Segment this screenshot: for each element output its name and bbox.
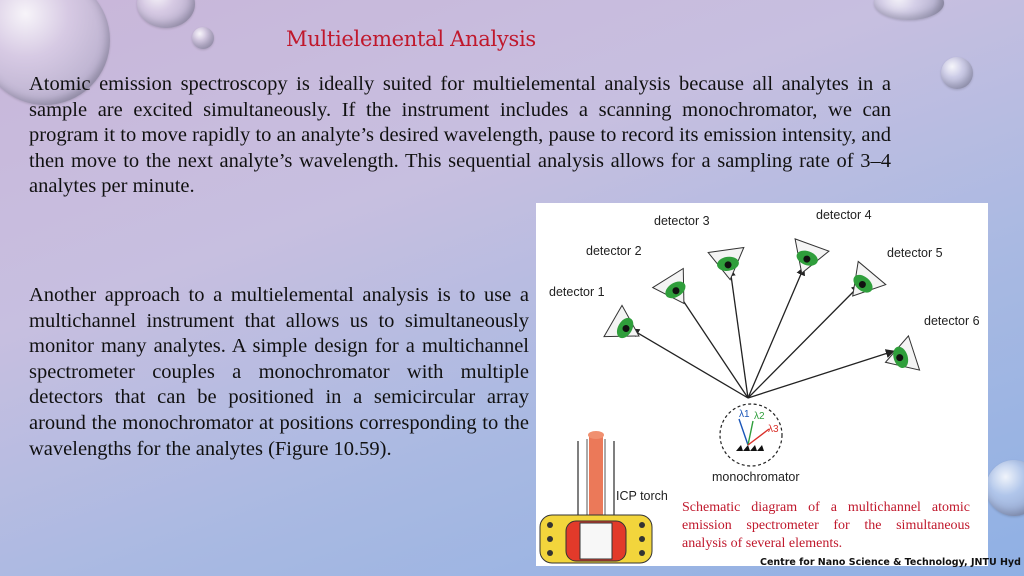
- decor-bubble: [874, 0, 944, 20]
- paragraph-multichannel-instrument: Another approach to a multielemental ana…: [29, 284, 529, 460]
- decor-bubble: [941, 57, 973, 89]
- lambda3-label: λ3: [768, 424, 779, 435]
- footer-credit: Centre for Nano Science & Technology, JN…: [760, 557, 1021, 568]
- detector-label-5: detector 5: [887, 246, 943, 260]
- icp-torch: [539, 431, 653, 564]
- detector-label-6: detector 6: [924, 314, 980, 328]
- monochromator-label: monochromator: [712, 470, 800, 484]
- lambda2-label: λ2: [754, 411, 765, 422]
- beam-arrow-4: [747, 266, 805, 399]
- beam-arrow-1: [630, 328, 749, 399]
- detector-label-3: detector 3: [654, 214, 710, 228]
- decor-bubble: [192, 27, 214, 49]
- diffraction-grating: [736, 445, 764, 451]
- detector-eye-6: [884, 334, 921, 371]
- detector-eye-4: [794, 238, 830, 275]
- beam-arrow-6: [747, 349, 895, 399]
- detector-eye-2: [651, 267, 686, 305]
- detector-eye-3: [707, 246, 745, 281]
- slide-title: Multielemental Analysis: [286, 27, 536, 51]
- monochromator: λ1 λ2 λ3: [719, 403, 783, 467]
- detector-label-1: detector 1: [549, 285, 605, 299]
- beam-arrow-2: [675, 289, 749, 399]
- icp-torch-label: ICP torch: [616, 489, 668, 503]
- paragraph-sequential-analysis: Atomic emission spectroscopy is ideally …: [29, 73, 891, 197]
- detector-eye-1: [603, 304, 640, 339]
- beam-arrows: [630, 266, 895, 399]
- decor-bubble: [137, 0, 195, 28]
- beam-arrow-3: [726, 267, 749, 399]
- figure-multichannel-spectrometer: detector 1 detector 2 detector 3 detecto…: [536, 203, 988, 566]
- detector-label-2: detector 2: [586, 244, 642, 258]
- decor-bubble: [986, 460, 1024, 516]
- spectrometer-diagram: detector 1 detector 2 detector 3 detecto…: [539, 208, 980, 564]
- beam-arrow-5: [747, 284, 861, 399]
- detector-eye-5: [852, 260, 887, 297]
- lambda1-label: λ1: [739, 409, 750, 420]
- detector-label-4: detector 4: [816, 208, 872, 222]
- figure-caption: Schematic diagram of a multichannel atom…: [682, 500, 970, 551]
